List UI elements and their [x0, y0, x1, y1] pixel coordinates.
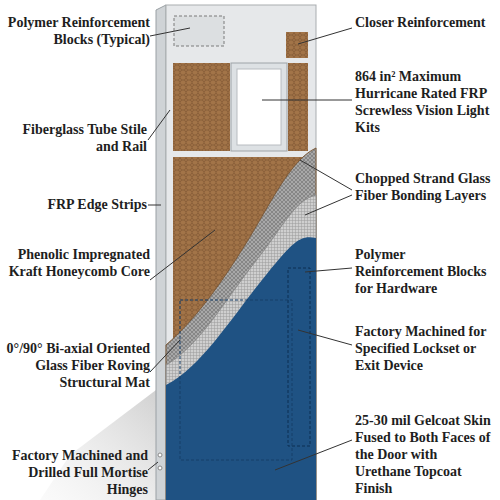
closer-block — [286, 32, 308, 58]
vision-glass — [237, 69, 281, 145]
hardware-block-outline — [288, 268, 310, 446]
callout-label: Polymer Reinforcement Blocks (Typical) — [5, 14, 150, 48]
door-face — [166, 5, 316, 500]
callout-label: Factory Machined and Drilled Full Mortis… — [0, 447, 148, 498]
structural-mat — [166, 148, 316, 500]
callout-label: 864 in² Maximum Hurricane Rated FRP Scre… — [355, 68, 495, 136]
door-edge — [156, 5, 166, 500]
callout-label: Chopped Strand Glass Fiber Bonding Layer… — [355, 170, 495, 204]
callout-label: 0°/90° Bi-axial Oriented Glass Fiber Rov… — [0, 340, 150, 391]
callout-label: Phenolic Impregnated Kraft Honeycomb Cor… — [0, 246, 150, 280]
top-block — [174, 16, 224, 46]
honeycomb-top-right — [288, 63, 308, 151]
callout-label: Factory Machined for Specified Lockset o… — [355, 323, 495, 374]
bonding-layer — [166, 195, 316, 500]
callout-label: Closer Reinforcement — [355, 14, 495, 31]
honeycomb-top-left — [173, 63, 230, 151]
leader-lines — [148, 28, 352, 470]
lockset-outline — [180, 300, 292, 460]
callout-label: Polymer Reinforcement Blocks for Hardwar… — [355, 246, 495, 297]
hinge-hole — [158, 453, 162, 457]
gelcoat-skin — [166, 237, 316, 500]
hinge-hole — [158, 466, 162, 470]
callout-label: 25-30 mil Gelcoat Skin Fused to Both Fac… — [355, 412, 495, 497]
callout-label: Fiberglass Tube Stile and Rail — [5, 121, 147, 155]
callout-label: FRP Edge Strips — [5, 196, 147, 213]
vision-frame — [231, 63, 287, 151]
